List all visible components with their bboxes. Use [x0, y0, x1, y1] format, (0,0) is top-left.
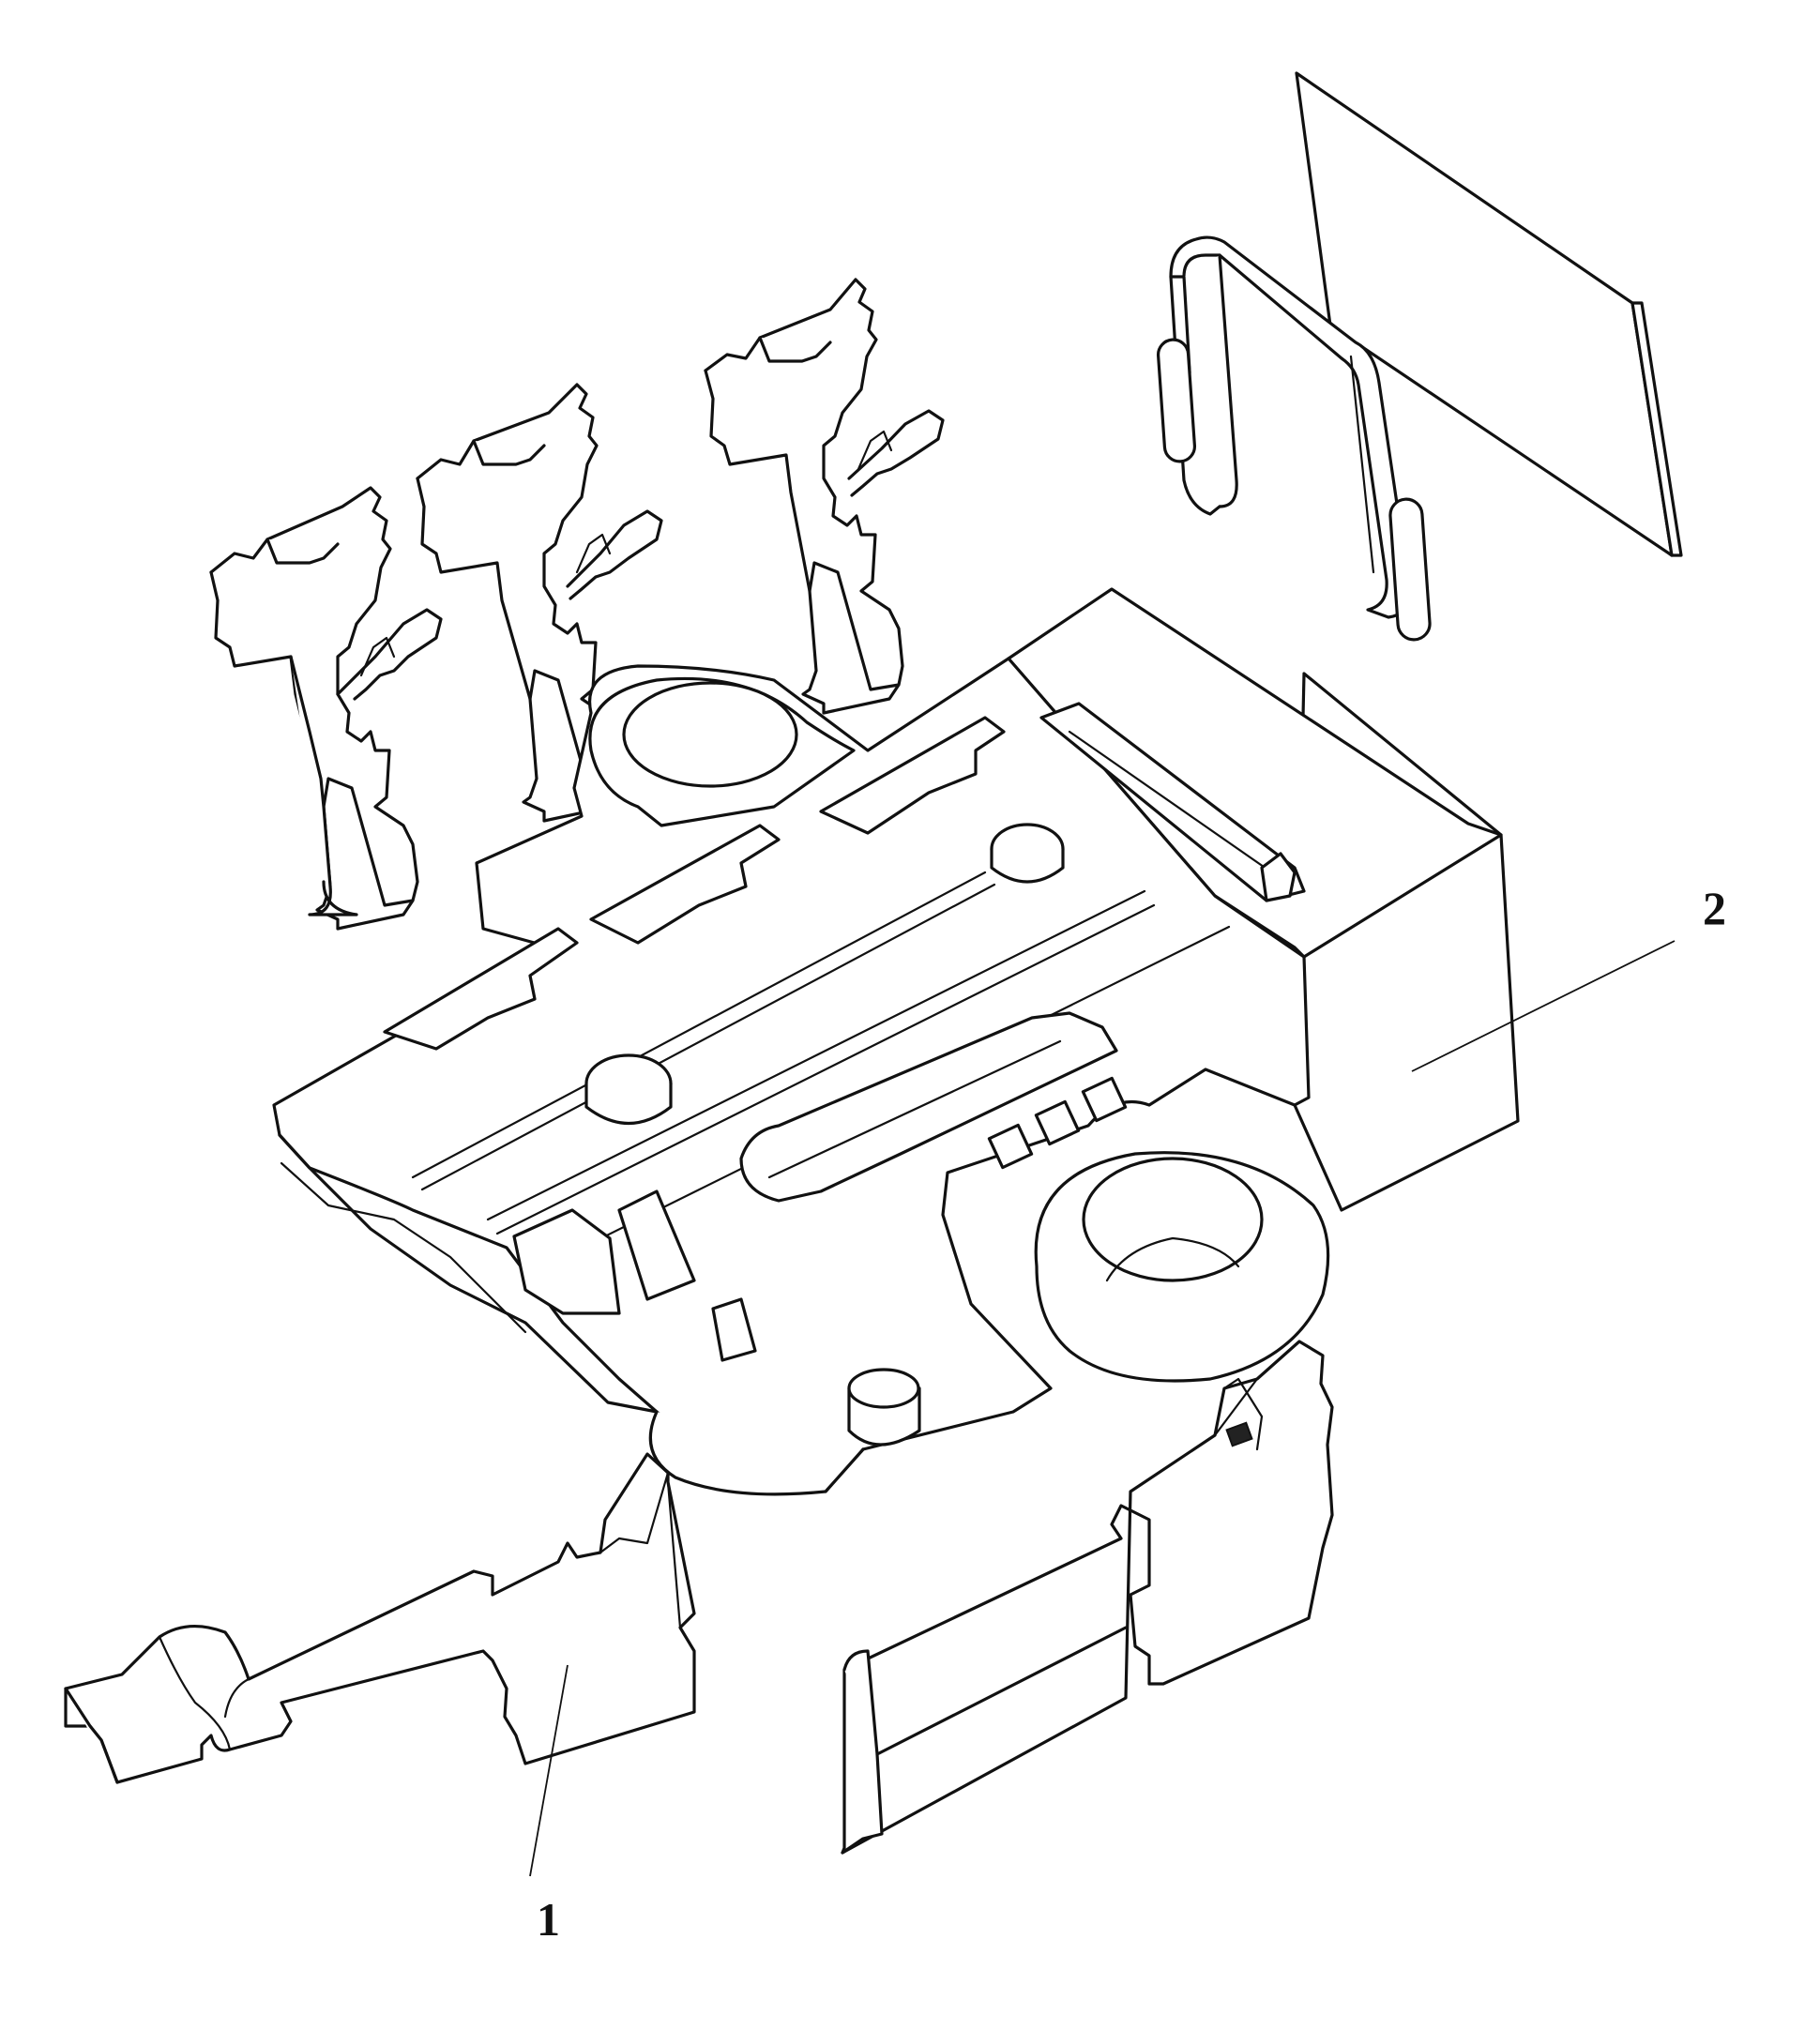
- flat-plate: [1297, 73, 1681, 555]
- housing-body: [274, 589, 1518, 1494]
- terminal-clip-right: [705, 280, 943, 713]
- terminal-clip-left: [211, 488, 441, 929]
- lower-terminal-strip: [66, 1454, 694, 1782]
- callout-label-1: 1: [537, 1893, 560, 1946]
- callout-label-2: 2: [1703, 882, 1726, 934]
